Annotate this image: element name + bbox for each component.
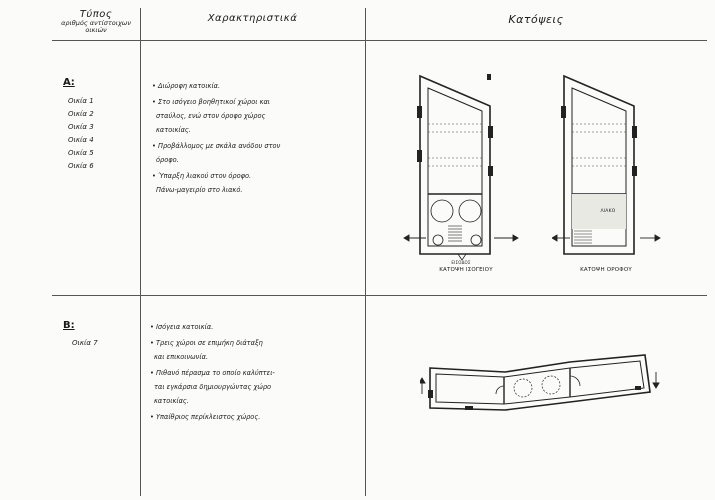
feature-line: ται εγκάρσια δημιουργώντας χώρο xyxy=(154,383,272,391)
header-rule xyxy=(52,40,707,41)
house-5: Οικία 5 xyxy=(68,149,94,157)
feature-line: • Υπαίθριος περίκλειστος χώρος. xyxy=(150,413,261,421)
feature-line: όροφο. xyxy=(156,156,179,164)
house-6: Οικία 6 xyxy=(68,162,94,170)
feature-line: • Διώροφη κατοικία. xyxy=(152,82,221,90)
column-divider-2 xyxy=(365,8,366,496)
column-divider-1 xyxy=(140,8,141,496)
row-divider xyxy=(52,295,707,296)
liako-note: ΛΙΑΚΟ xyxy=(600,209,616,214)
features-header: Χαρακτηριστικά xyxy=(207,13,298,24)
house-1: Οικία 1 xyxy=(68,97,94,105)
feature-line: • Στο ισόγειο βοηθητικοί χώροι και xyxy=(152,98,271,106)
house-7: Οικία 7 xyxy=(72,339,98,347)
feature-line: • Τρεις χώροι σε επιμήκη διάταξη xyxy=(150,339,263,347)
house-4: Οικία 4 xyxy=(68,136,94,144)
type-a-features: • Διώροφη κατοικία. • Στο ισόγειο βοηθητ… xyxy=(152,79,352,197)
feature-line: • Ισόγεια κατοικία. xyxy=(150,323,214,331)
house-3: Οικία 3 xyxy=(68,123,94,131)
ground-floor-plan xyxy=(403,74,519,261)
entrance-note: ΕΙΣΟΔΟΣ xyxy=(451,260,471,265)
house-7-plan xyxy=(420,354,660,411)
feature-line: Πάνω-μαγειρίο στο λιακό. xyxy=(156,186,243,194)
feature-line: • Πιθανό πέρασμα το οποίο καλύπτει- xyxy=(150,369,275,377)
feature-line: • Ύπαρξη λιακού στον όροφο. xyxy=(152,172,252,180)
upper-floor-plan xyxy=(552,74,661,255)
types-title: Τύπος xyxy=(79,9,113,20)
type-a-label: Α: xyxy=(63,77,75,88)
feature-line: σταύλος, ενώ στον όροφο χώρος xyxy=(156,112,266,120)
upper-plan-label: ΚΑΤΟΨΗ ΟΡΟΦΟΥ xyxy=(580,267,632,273)
feature-line: κατοικίας. xyxy=(154,397,189,405)
feature-line: • Προβάλλομος με σκάλα ανόδου στον xyxy=(152,142,281,150)
types-header: Τύπος αριθμός αντίστοιχων οικιών xyxy=(52,9,140,34)
house-2: Οικία 2 xyxy=(68,110,94,118)
plans-header: Κατόψεις xyxy=(508,13,564,26)
type-b-features: • Ισόγεια κατοικία. • Τρεις χώροι σε επι… xyxy=(150,320,350,424)
feature-line: κατοικίας. xyxy=(156,126,191,134)
types-subtitle: αριθμός αντίστοιχων οικιών xyxy=(61,19,131,34)
type-b-label: Β: xyxy=(63,320,75,331)
ground-plan-label: ΚΑΤΟΨΗ ΙΣΟΓΕΙΟΥ xyxy=(439,267,493,273)
feature-line: και επικοινωνία. xyxy=(154,353,209,361)
